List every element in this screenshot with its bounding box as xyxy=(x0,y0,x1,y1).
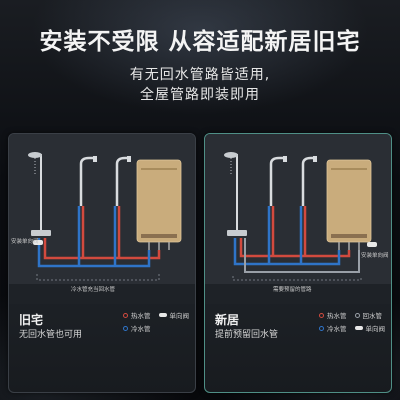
faucet-icon xyxy=(115,156,131,206)
panel-description: 提前预留回水管 xyxy=(215,330,279,340)
bottom-label: 冷水管充当回水管 xyxy=(71,287,116,293)
legend-item: 冷水管 xyxy=(123,323,151,333)
panel-title: 新居 xyxy=(215,313,240,327)
legend-item: 单向阀 xyxy=(354,323,385,333)
panel-old-house: 安装单向阀 冷水管充当回水管 旧宅 无回水管也可用 热水管 单向阀 冷水管 xyxy=(8,133,196,393)
hot-pipe xyxy=(43,238,161,260)
hot-pipe xyxy=(239,238,351,258)
cold-dot-icon xyxy=(123,325,128,331)
cold-pipe xyxy=(233,238,341,266)
legend: 热水管 回水管 冷水管 单向阀 xyxy=(319,310,385,333)
legend-item: 冷水管 xyxy=(319,323,347,333)
hot-dot-icon xyxy=(319,312,324,318)
plumbing-diagram-old xyxy=(9,134,195,304)
legend-item: 回水管 xyxy=(354,310,386,320)
legend-item: 热水管 xyxy=(123,310,151,320)
return-dot-icon xyxy=(354,312,360,318)
panel-description: 无回水管也可用 xyxy=(19,330,83,340)
legend-item: 单向阀 xyxy=(158,310,189,320)
hot-dot-icon xyxy=(123,312,128,318)
side-label: 安装单向阀 xyxy=(11,239,39,245)
water-heater-icon xyxy=(326,159,372,250)
floor xyxy=(205,284,391,304)
bottom-bracket xyxy=(232,276,362,281)
shower-icon xyxy=(28,152,51,236)
subheadline-line-1: 有无回水管路皆适用, xyxy=(129,67,271,83)
return-pipe xyxy=(244,238,360,273)
panel-new-house: 安装单向阀 需要预留的管路 新居 提前预留回水管 热水管 回水管 冷水管 单向阀 xyxy=(204,133,392,393)
legend-item: 热水管 xyxy=(319,310,347,320)
plumbing-diagram-new xyxy=(205,134,391,304)
check-valve-icon xyxy=(33,240,43,245)
cold-pipe xyxy=(37,238,151,268)
shower-icon xyxy=(224,152,247,236)
floor xyxy=(9,284,195,304)
faucet-icon xyxy=(79,156,97,206)
water-heater-icon xyxy=(136,159,182,250)
check-valve-icon xyxy=(354,326,363,330)
cold-dot-icon xyxy=(319,325,324,331)
side-label: 安装单向阀 xyxy=(361,253,389,259)
headline: 安装不受限 从容适配新居旧宅 xyxy=(39,29,361,55)
check-valve-icon xyxy=(367,242,377,247)
bottom-label: 需要预留的管路 xyxy=(273,287,312,293)
subheadline-line-2: 全屋管路即装即用 xyxy=(140,87,260,103)
faucet-icon xyxy=(269,156,287,206)
panel-title: 旧宅 xyxy=(19,313,44,327)
faucet-icon xyxy=(301,156,317,206)
legend: 热水管 单向阀 冷水管 xyxy=(123,310,189,333)
check-valve-icon xyxy=(158,313,167,317)
